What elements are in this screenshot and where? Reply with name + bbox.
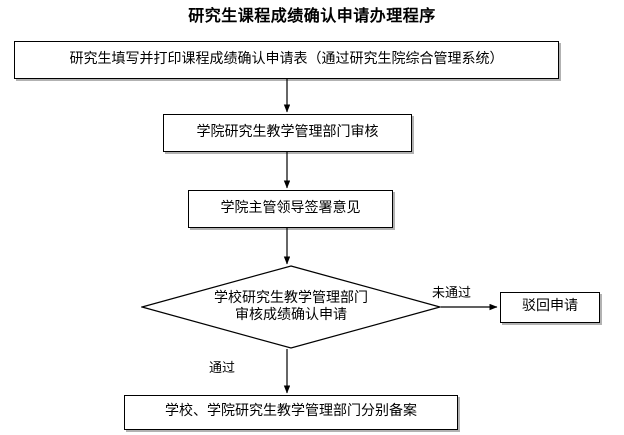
node-label: 学校、学院研究生教学管理部门分别备案	[165, 404, 417, 420]
node-label: 驳回申请	[522, 299, 578, 315]
node-label: 学院主管领导签署意见	[220, 200, 361, 216]
process-node-college-review: 学院研究生教学管理部门审核	[163, 114, 412, 152]
edge-label-passed: 通过	[209, 360, 236, 375]
process-node-reject-application: 驳回申请	[500, 292, 600, 323]
diamond-shape	[141, 265, 441, 349]
node-label: 研究生填写并打印课程成绩确认申请表（通过研究生院综合管理系统）	[69, 51, 504, 67]
node-label: 学院研究生教学管理部门审核	[196, 124, 379, 140]
process-node-application-form: 研究生填写并打印课程成绩确认申请表（通过研究生院综合管理系统）	[14, 41, 559, 79]
process-node-filing-record: 学校、学院研究生教学管理部门分别备案	[124, 395, 458, 430]
decision-node-university-review: 学校研究生教学管理部门 审核成绩确认申请	[141, 265, 441, 349]
page-title: 研究生课程成绩确认申请办理程序	[188, 8, 436, 25]
edge-label-rejected: 未通过	[432, 285, 472, 300]
process-node-leader-signature: 学院主管领导签署意见	[188, 190, 393, 228]
